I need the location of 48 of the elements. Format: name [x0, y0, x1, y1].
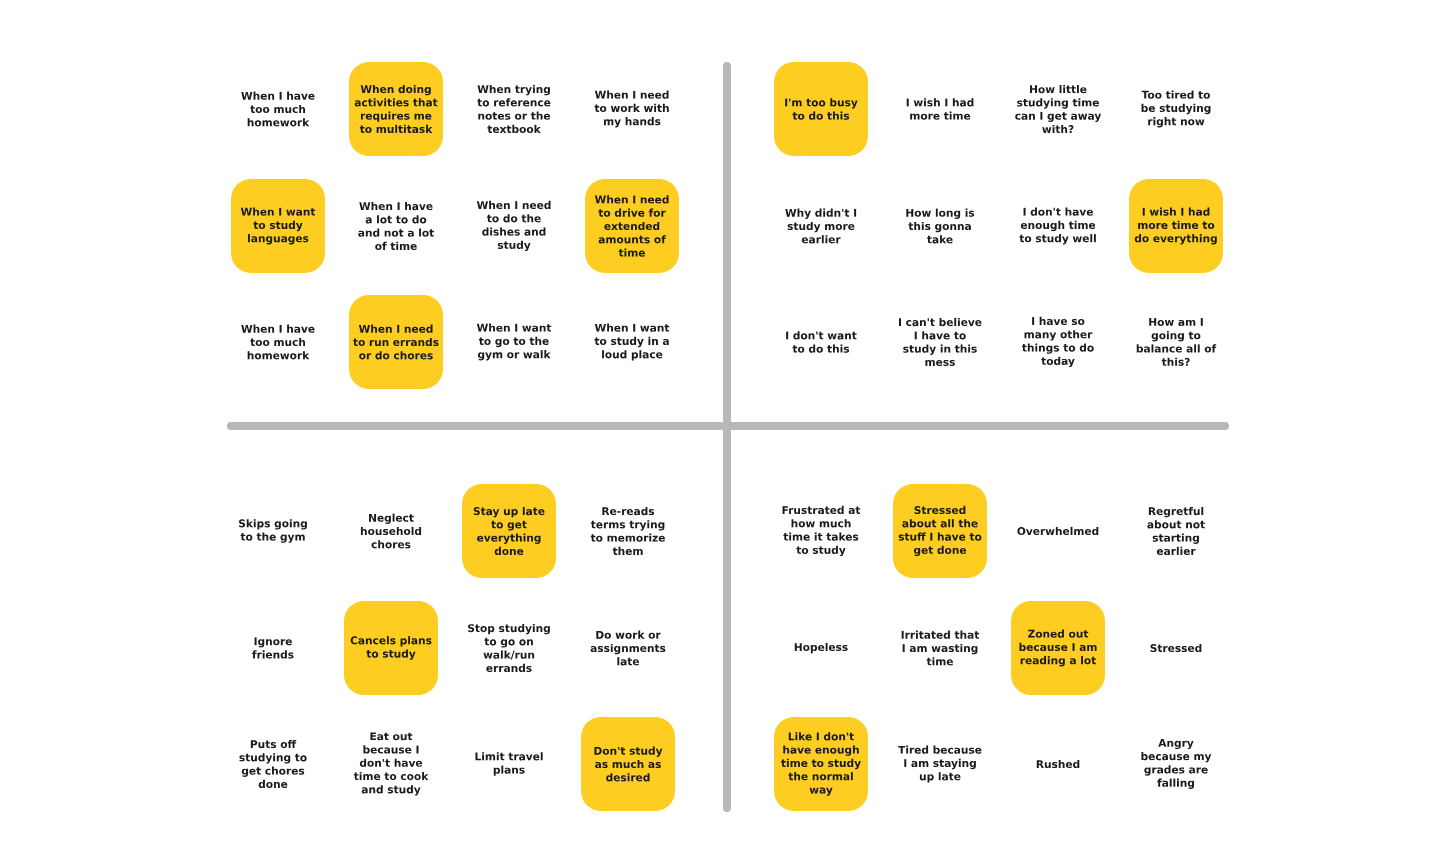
- sticky-note: When I want to study languages: [231, 179, 325, 273]
- note-text: Regretful about not starting earlier: [1147, 506, 1205, 556]
- sticky-note: When I need to run errands or do chores: [349, 295, 443, 389]
- note-text: When I need to work with my hands: [594, 90, 669, 128]
- sticky-note: Cancels plans to study: [344, 601, 438, 695]
- note-text: Ignore friends: [252, 637, 294, 659]
- note-text: How am I going to balance all of this?: [1136, 318, 1217, 366]
- note-text: When I want to go to the gym or walk: [476, 323, 552, 361]
- note-text: Stop studying to go on walk/run errands: [468, 623, 550, 673]
- sticky-note: I'm too busy to do this: [774, 62, 868, 156]
- note-text: Rushed: [1036, 759, 1080, 769]
- sticky-note: Like I don't have enough time to study the normal way: [774, 717, 868, 811]
- note-text: When I need to do the dishes and study: [476, 200, 551, 252]
- note-text: Do work or assignments late: [590, 630, 666, 666]
- note-text: Hopeless: [794, 642, 848, 654]
- note-text: I don't want to do this: [786, 331, 857, 353]
- note-text: I can't believe I have to study in this mess: [899, 317, 982, 367]
- note-text: When I want to study in a loud place: [594, 323, 670, 361]
- note-text: Frustrated at how much time it takes to study: [782, 505, 861, 557]
- sticky-note: When I need to drive for extended amounts of time: [585, 179, 679, 273]
- sticky-note: Zoned out because I am reading a lot: [1011, 601, 1105, 695]
- note-text: Angry because my grades are falling: [1141, 739, 1212, 789]
- sticky-note: Stressed about all the stuff I have to get done: [893, 484, 987, 578]
- sticky-note: Don't study as much as desired: [581, 717, 675, 811]
- note-text: When I have too much homework: [241, 324, 315, 360]
- note-text: Skips going to the gym: [239, 519, 307, 543]
- note-text: Re-reads terms trying to memorize them: [590, 506, 665, 556]
- note-text: Eat out because I don't have time to cook and study: [353, 732, 429, 796]
- sticky-note: Stay up late to get everything done: [462, 484, 556, 578]
- note-text: When I have a lot to do and not a lot of time: [358, 201, 434, 251]
- note-text: Why didn't I study more earlier: [785, 208, 857, 244]
- note-text: Irritated that I am wasting time: [901, 630, 980, 666]
- note-text: Limit travel plans: [475, 752, 543, 776]
- sticky-note: When doing activities that requires me to multitask: [349, 62, 443, 156]
- note-text: When I have too much homework: [241, 91, 315, 127]
- note-text: Neglect household chores: [360, 513, 422, 549]
- note-text: Too tired to be studying right now: [1141, 90, 1211, 128]
- note-text: I have so many other things to do today: [1022, 316, 1094, 368]
- note-text: How little studying time can I get away with?: [1015, 85, 1102, 133]
- note-text: I don't have enough time to study well: [1019, 207, 1096, 245]
- note-text: Tired because I am staying up late: [898, 745, 982, 783]
- note-text: I wish I had more time: [906, 98, 974, 120]
- note-text: Stressed: [1150, 643, 1202, 653]
- note-text: How long is this gonna take: [906, 208, 975, 244]
- note-text: When trying to reference notes or the textbook: [477, 84, 551, 134]
- note-text: Overwhelmed: [1017, 526, 1099, 536]
- note-text: Puts off studying to get chores done: [239, 739, 307, 789]
- sticky-note: I wish I had more time to do everything: [1129, 179, 1223, 273]
